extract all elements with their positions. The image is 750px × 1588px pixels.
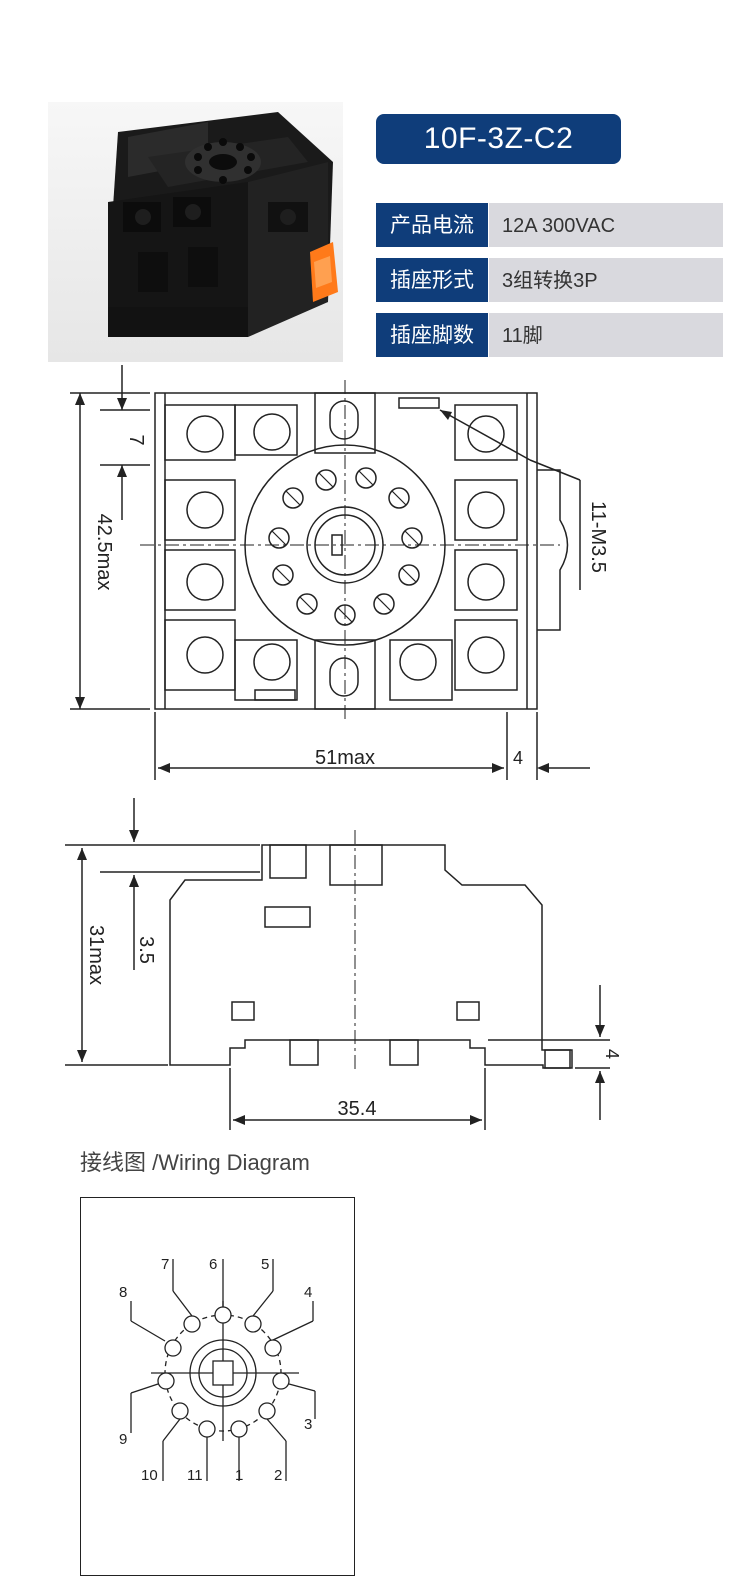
- top-offset-dimension-label: 7: [125, 434, 147, 445]
- pin-label-3: 3: [304, 1416, 312, 1433]
- top-view-outline: [154, 392, 538, 710]
- pin-label-4: 4: [304, 1284, 312, 1301]
- pin-label-8: 8: [119, 1284, 127, 1301]
- height-dimension-label: 42.5max: [93, 514, 115, 591]
- pin-label-7: 7: [161, 1256, 169, 1273]
- model-badge: 10F-3Z-C2: [376, 114, 621, 164]
- dimension-drawing: 42.5max 7 51max 4 11-M3.5 31max: [65, 365, 622, 1130]
- spec-row-current: 产品电流 12A 300VAC: [376, 203, 723, 247]
- base-width-dimension-label: 35.4: [338, 1098, 377, 1120]
- top-step-dimension-label: 3.5: [135, 936, 157, 964]
- pin-label-10: 10: [141, 1467, 158, 1484]
- foot-dimension-label: 4: [602, 1049, 622, 1059]
- spec-value: 3组转换3P: [489, 258, 723, 302]
- wiring-diagram-svg: 1 2 3 4 5 6 7 8 9 10 11: [119, 1256, 316, 1484]
- spec-value: 12A 300VAC: [489, 203, 723, 247]
- side-height-dimension-label: 31max: [85, 925, 107, 985]
- relay-socket-photo-icon: [48, 102, 343, 362]
- product-photo: [48, 102, 343, 362]
- pin-label-5: 5: [261, 1256, 269, 1273]
- screw-spec-label: 11-M3.5: [587, 501, 609, 573]
- right-dimension-label: 4: [513, 748, 523, 768]
- pin-label-1: 1: [235, 1467, 243, 1484]
- screw-heads: [186, 413, 505, 681]
- spec-label: 插座形式: [376, 258, 488, 302]
- spec-label: 插座脚数: [376, 313, 488, 357]
- side-view: [65, 798, 610, 1130]
- width-dimension-label: 51max: [315, 747, 375, 769]
- spec-label: 产品电流: [376, 203, 488, 247]
- spec-row-form: 插座形式 3组转换3P: [376, 258, 723, 302]
- spec-value: 11脚: [489, 313, 723, 357]
- pin-label-11: 11: [187, 1467, 203, 1484]
- top-view-pins: [268, 467, 423, 626]
- pin-label-9: 9: [119, 1431, 127, 1448]
- pin-label-2: 2: [274, 1467, 282, 1484]
- pin-label-6: 6: [209, 1256, 217, 1273]
- spec-row-pins: 插座脚数 11脚: [376, 313, 723, 357]
- wiring-diagram-title: 接线图 /Wiring Diagram: [80, 1150, 310, 1175]
- wiring-diagram: 1 2 3 4 5 6 7 8 9 10 11: [80, 1197, 355, 1576]
